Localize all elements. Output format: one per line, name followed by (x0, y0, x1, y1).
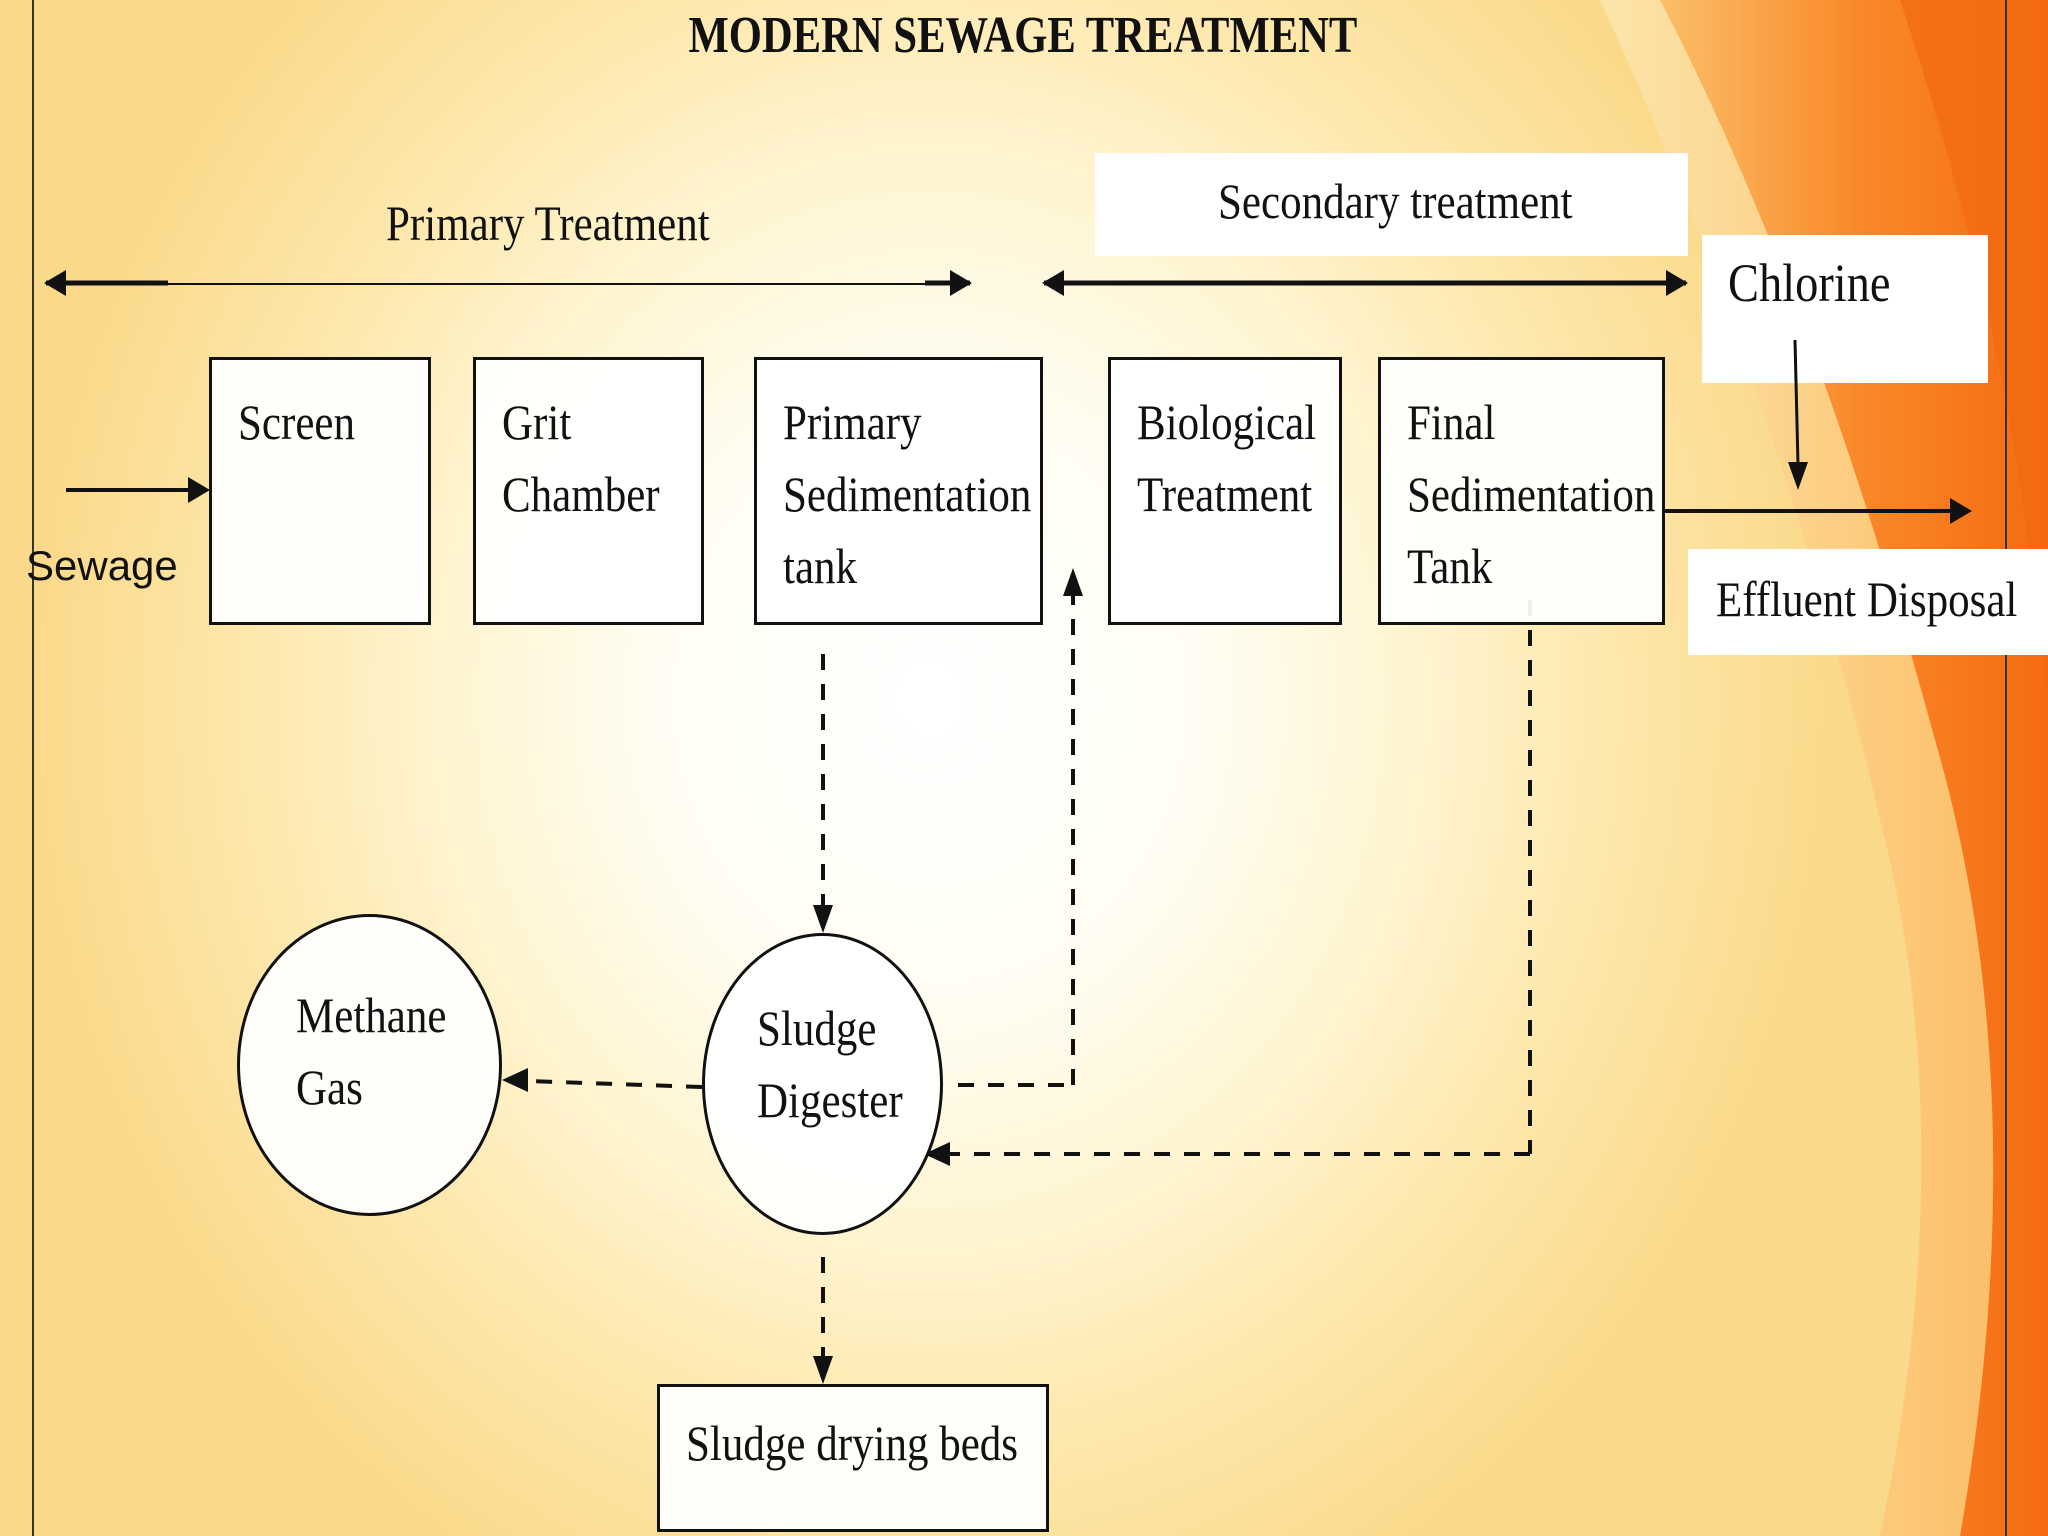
final-to-digester-dashed (924, 600, 1532, 1166)
primary-span-arrow (44, 270, 972, 296)
primary-treatment-label: Primary Treatment (386, 195, 710, 251)
secondary-span-arrow (1042, 270, 1688, 296)
chlorine-arrow (1788, 339, 1808, 490)
effluent-disposal-label: Effluent Disposal (1716, 571, 2018, 627)
sewage-inflow-arrow (66, 477, 210, 503)
sludge-drying-beds-label: Sludge drying beds (686, 1415, 1019, 1471)
screen-label: Screen (238, 394, 356, 450)
secondary-label-panel (1095, 153, 1688, 256)
secondary-treatment-label: Secondary treatment (1218, 173, 1573, 229)
primary-to-digester-dashed (813, 654, 833, 933)
effluent-panel (1688, 549, 2048, 655)
screen-box: Screen (209, 357, 431, 625)
right-frame-line (2005, 0, 2007, 1536)
left-frame-line (32, 0, 34, 1536)
page-title: MODERN SEWAGE TREATMENT (688, 7, 1358, 64)
sewage-label: Sewage (26, 542, 178, 589)
chlorine-panel (1702, 235, 1988, 383)
effluent-outflow-arrow (1664, 498, 1972, 524)
digester-to-biological-dashed (958, 568, 1083, 1087)
sludge-drying-beds-box: Sludge drying beds (657, 1384, 1049, 1532)
digester-to-drying-beds-dashed (813, 1257, 833, 1384)
digester-to-methane-dashed (502, 1068, 703, 1092)
chlorine-label: Chlorine (1728, 253, 1891, 313)
